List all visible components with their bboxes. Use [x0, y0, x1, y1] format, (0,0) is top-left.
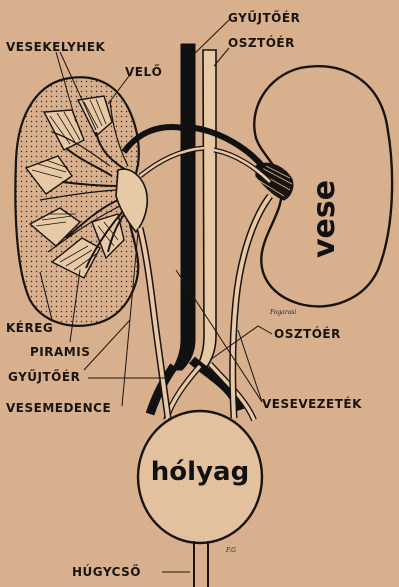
label-holyag: hólyag: [151, 457, 249, 487]
label-gyujtoer-top: GYŰJTŐÉR: [228, 10, 300, 25]
label-hugycso: HÚGYCSŐ: [72, 564, 141, 579]
label-vesekelyhek: VESEKELYHEK: [6, 40, 106, 54]
label-gyujtoer-left: GYŰJTŐÉR: [8, 369, 80, 384]
artist-signature-bladder: F.G: [225, 547, 236, 554]
label-kereg: KÉREG: [6, 320, 53, 335]
left-ureter-fill: [140, 228, 168, 418]
aorta: [196, 50, 216, 368]
label-piramis: PIRAMIS: [30, 345, 90, 359]
urethra: [194, 541, 208, 587]
label-vesevezetek: VESEVEZETÉK: [262, 396, 362, 411]
label-velo: VELŐ: [125, 64, 162, 79]
label-osztoer-right: OSZTÓÉR: [274, 326, 341, 341]
label-vesemedence: VESEMEDENCE: [6, 401, 111, 415]
label-vese: vese: [307, 180, 342, 258]
label-osztoer-top: OSZTÓÉR: [228, 35, 295, 50]
artist-signature-kidney: Fogarasi: [269, 309, 296, 316]
vena-cava: [172, 44, 195, 370]
